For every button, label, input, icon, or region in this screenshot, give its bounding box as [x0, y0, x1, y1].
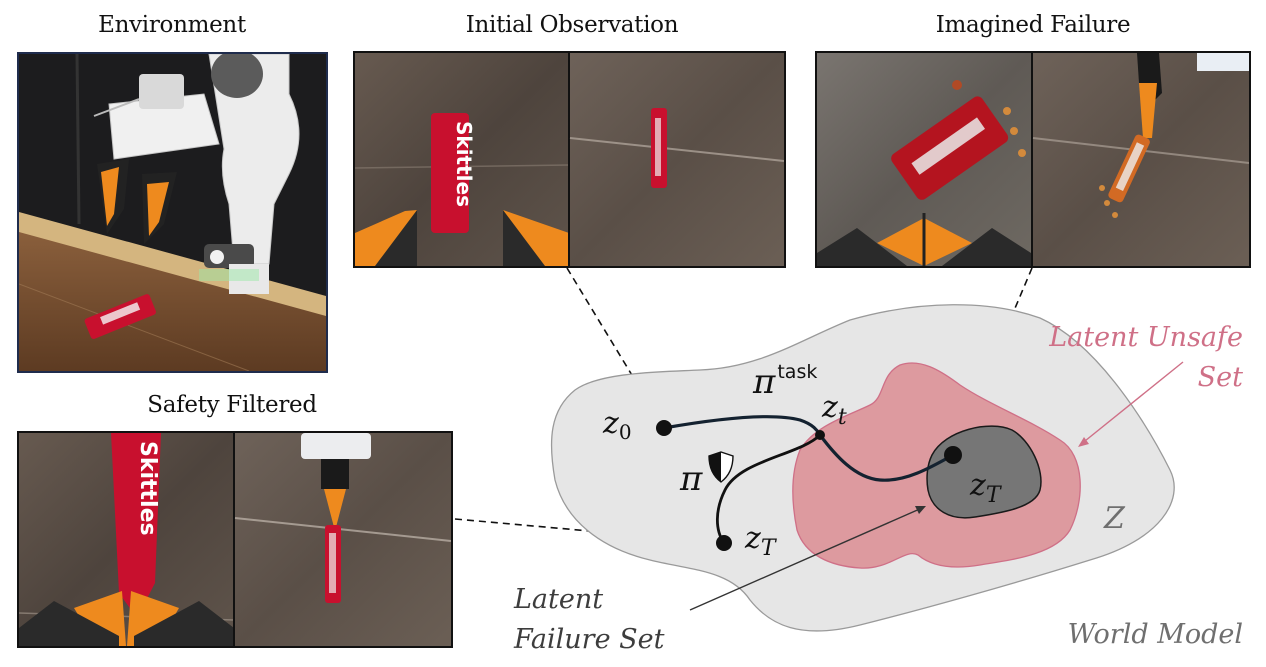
skittles-bag: Skittles — [431, 113, 476, 233]
skittles-bag-spilling — [891, 96, 1009, 200]
point-z0 — [656, 420, 672, 436]
shield-icon — [708, 451, 734, 483]
safety-filtered-images: Skittles — [17, 431, 453, 648]
gripper-finger-right — [127, 591, 179, 646]
label-pi-safe: π — [679, 459, 703, 499]
label-zt: zt — [821, 390, 847, 430]
skittles-bag — [84, 294, 156, 339]
gripper-fingers — [324, 489, 346, 531]
label-zT-failure: zT — [969, 468, 1003, 508]
world-model-label: World Model — [1068, 619, 1243, 650]
imagined-failure-images — [815, 51, 1251, 268]
third-person-camera-view — [569, 53, 784, 266]
latent-space-symbol: Z — [1103, 501, 1126, 536]
latent-unsafe-set-label: Latent Unsafe — [1048, 322, 1243, 353]
latent-failure-set-label: Latent — [513, 584, 603, 615]
skittles-bag-held: Skittles — [111, 433, 161, 618]
label-z0: z0 — [602, 406, 632, 444]
point-zT-safe — [716, 535, 732, 551]
point-zt — [815, 430, 825, 440]
safety-policy-trajectory — [715, 433, 821, 544]
environment-title: Environment — [98, 12, 246, 38]
gripper-fingers — [1139, 83, 1157, 138]
imagined-third-person-view — [1032, 53, 1249, 266]
initial-observation-images: Skittles — [353, 51, 786, 268]
gripper-finger-left — [74, 591, 126, 646]
latent-failure-set-label-line2: Failure Set — [513, 624, 665, 655]
unsafe-set-arrow — [1079, 361, 1184, 446]
filtered-wrist-view: Skittles — [19, 433, 235, 646]
environment-photo — [17, 52, 328, 373]
robot-arm — [93, 54, 300, 294]
imagined-wrist-view — [817, 53, 1031, 266]
failure-set-arrow — [689, 507, 923, 611]
wrist-camera-view: Skittles — [355, 53, 570, 266]
latent-unsafe-set-label-line2: Set — [1198, 362, 1243, 393]
svg-text:Skittles: Skittles — [135, 441, 160, 536]
safety-filtered-title: Safety Filtered — [147, 392, 317, 418]
filtered-third-person-view — [234, 433, 451, 646]
point-zT-failure — [944, 446, 962, 464]
imagined-failure-title: Imagined Failure — [935, 12, 1131, 38]
svg-text:Skittles: Skittles — [452, 121, 476, 207]
label-zT-safe: zT — [744, 521, 778, 561]
initial-observation-title: Initial Observation — [465, 12, 679, 38]
